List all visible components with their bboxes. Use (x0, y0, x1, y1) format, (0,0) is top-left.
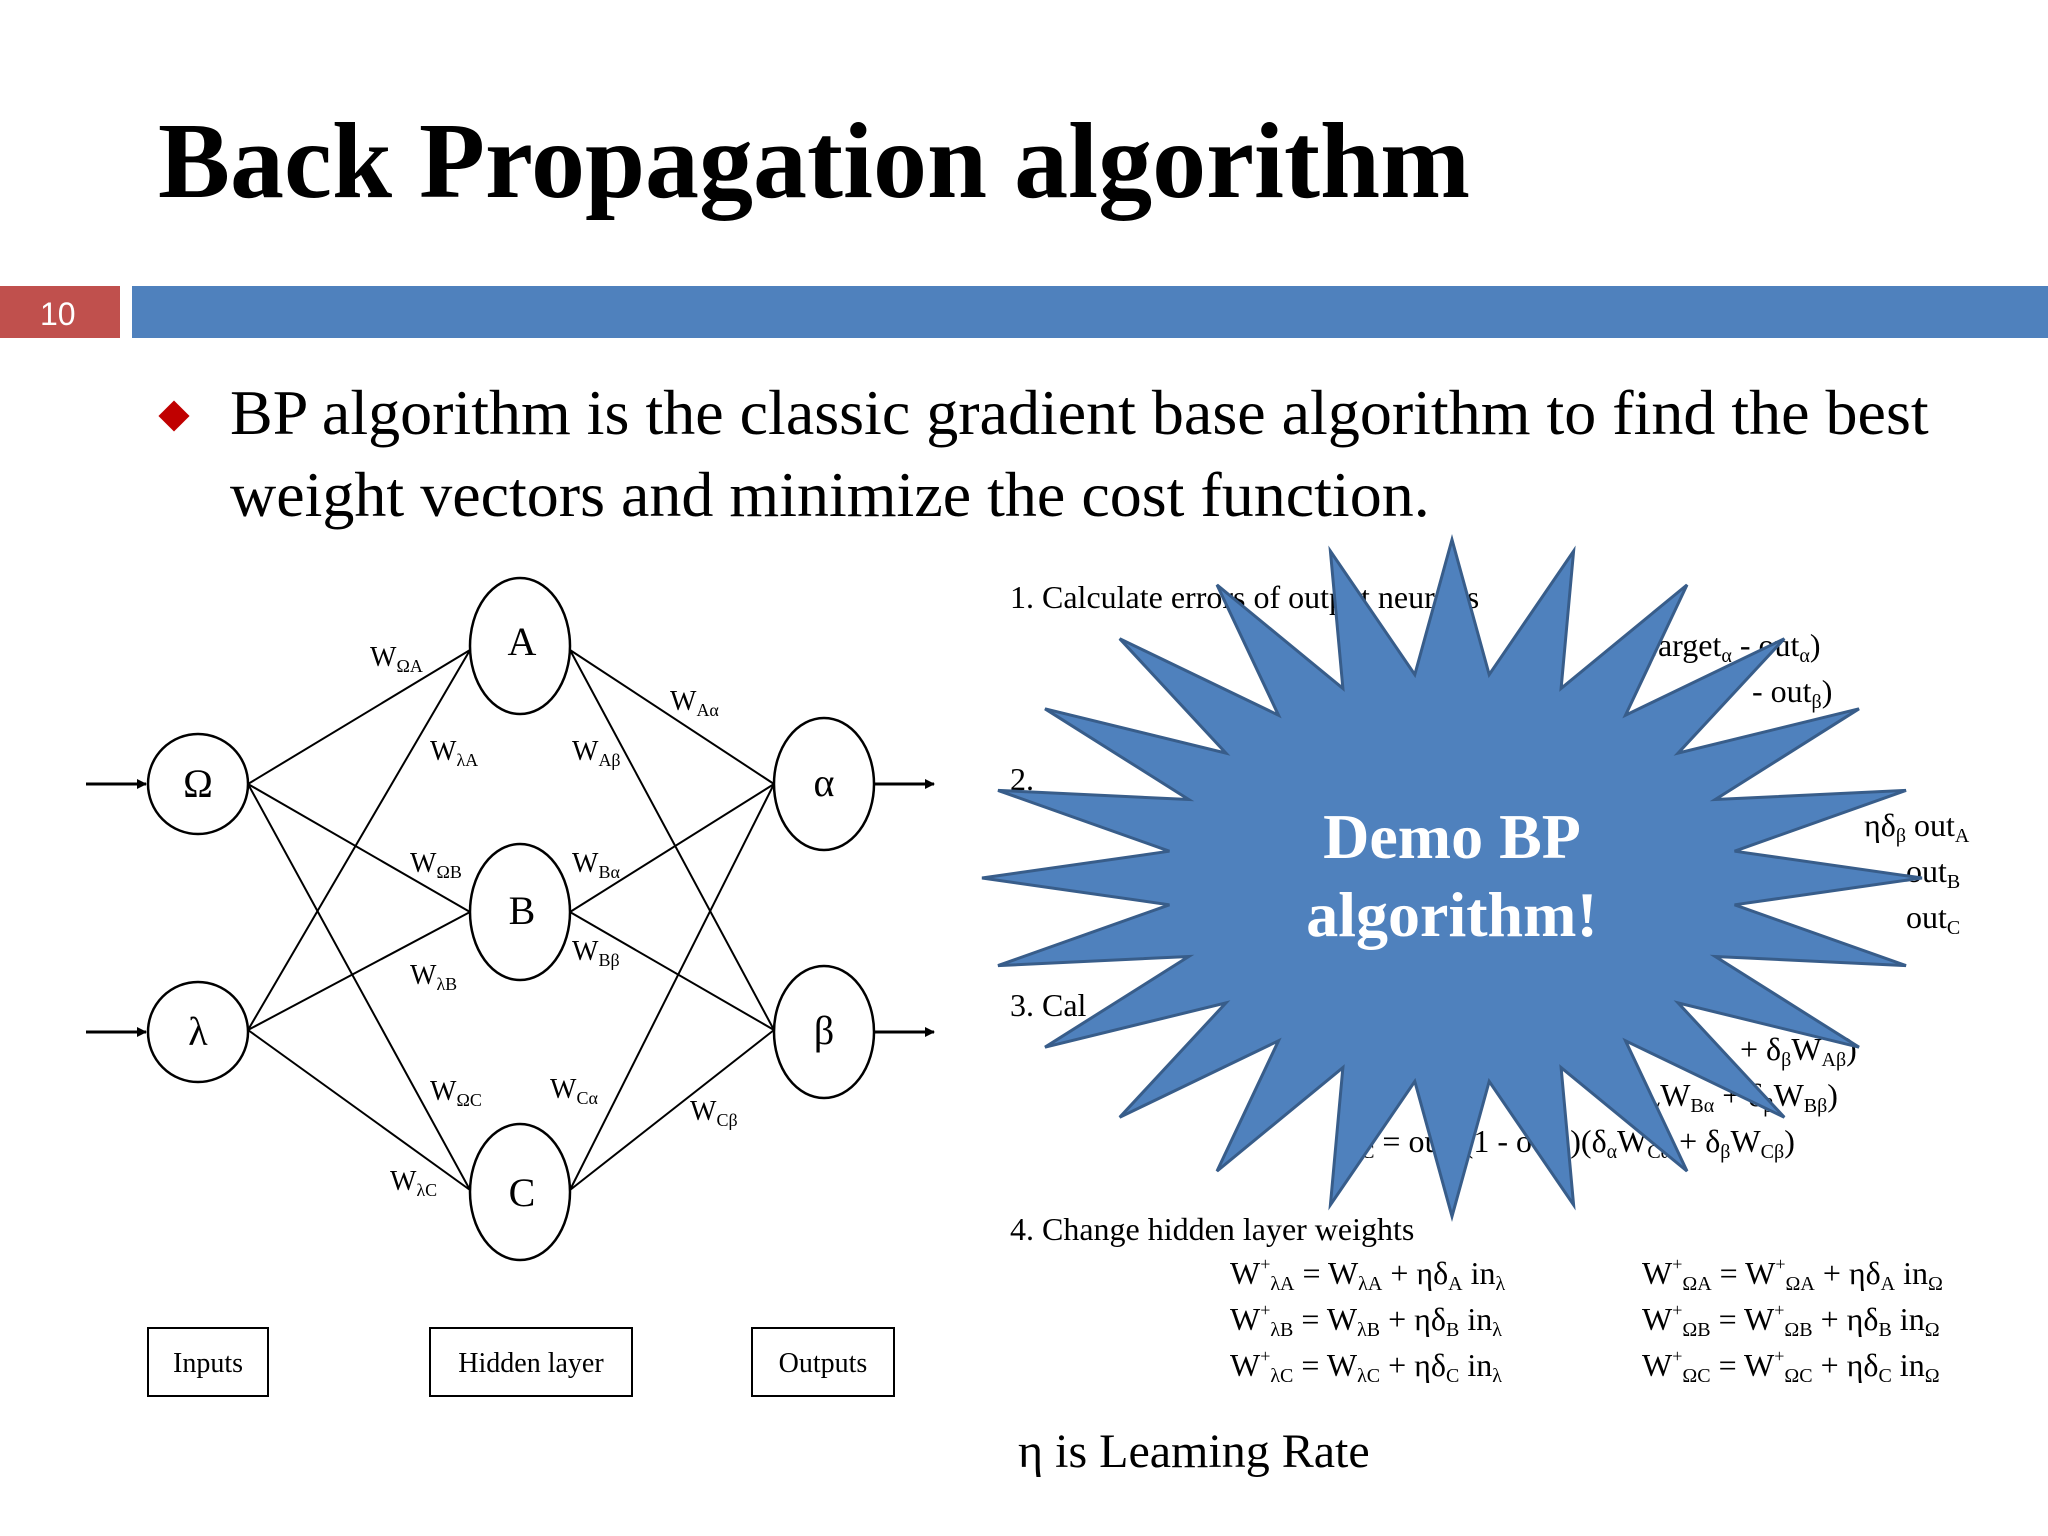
step-3: 3. Cal (1010, 987, 1087, 1023)
bullet-text: BP algorithm is the classic gradient bas… (230, 377, 1929, 530)
network-connections (247, 649, 775, 1191)
formula-right-3: W+ΩC = W+ΩC + ηδC inΩ (1642, 1346, 1940, 1387)
step-2-eq3: outC (1906, 899, 1960, 939)
formula-left-1: W+λA = WλA + ηδA inλ (1230, 1254, 1506, 1295)
formula-right-2: W+ΩB = W+ΩB + ηδB inΩ (1642, 1300, 1940, 1341)
outputs-label-box (751, 1327, 895, 1397)
hidden-layer-label-box (429, 1327, 633, 1397)
step-2-eq2: outB (1906, 853, 1960, 893)
weight-label: WCβ (690, 1096, 738, 1130)
node-lambda-label: λ (188, 1009, 208, 1054)
slide-title: Back Propagation algorithm (158, 102, 1471, 221)
node-omega-label: Ω (183, 761, 213, 806)
network-nodes (146, 576, 876, 1262)
node-a-label: A (508, 619, 537, 664)
inputs-label-box (147, 1327, 269, 1397)
formula-left-2: W+λB = WλB + ηδB inλ (1230, 1300, 1502, 1341)
node-lambda (146, 980, 250, 1084)
node-omega (146, 732, 250, 836)
formula-right-1: W+ΩA = W+ΩA + ηδA inΩ (1642, 1254, 1943, 1295)
weight-label: WΩA (370, 642, 423, 676)
network-arrows (86, 779, 935, 1037)
weight-label: WΩC (430, 1076, 482, 1110)
weight-label: WΩB (410, 848, 462, 882)
node-a (468, 576, 572, 716)
hidden-layer-label: Hidden layer (458, 1348, 604, 1379)
node-beta-label: β (814, 1008, 834, 1053)
step-2-eq1: ηδβ outA (1864, 807, 1970, 847)
node-alpha-label: α (814, 760, 835, 805)
weight-label: WBα (572, 848, 620, 882)
slide-number-bar (0, 286, 120, 338)
weight-label: WλA (430, 736, 478, 770)
step-1-eq2: - outβ) (1752, 673, 1832, 713)
step-3-eq1: + δβWAβ) (1740, 1031, 1857, 1071)
step-4: 4. Change hidden layer weights (1010, 1211, 1414, 1247)
node-c-label: C (509, 1170, 536, 1215)
weight-label: WλC (390, 1166, 437, 1200)
outputs-label: Outputs (779, 1348, 868, 1379)
node-b (468, 842, 572, 982)
title-underline-bar (132, 286, 2048, 338)
learning-rate-note: η is Leaming Rate (1018, 1425, 1370, 1478)
node-c (468, 1122, 572, 1262)
inputs-label: Inputs (173, 1348, 243, 1379)
starburst-line-1: Demo BP (1323, 801, 1581, 872)
node-b-label: B (509, 888, 536, 933)
weight-label: WBβ (572, 936, 620, 970)
weight-label: WCα (550, 1074, 598, 1108)
weight-label: WAβ (572, 736, 621, 770)
weight-label: WλB (410, 960, 457, 994)
weight-label: WAα (670, 686, 719, 720)
slide-number: 10 (40, 296, 76, 332)
formula-left-3: W+λC = WλC + ηδC inλ (1230, 1346, 1502, 1387)
demo-starburst-shape (981, 533, 1923, 1223)
starburst-line-2: algorithm! (1306, 879, 1598, 950)
node-alpha (772, 716, 876, 852)
node-beta (772, 964, 876, 1100)
